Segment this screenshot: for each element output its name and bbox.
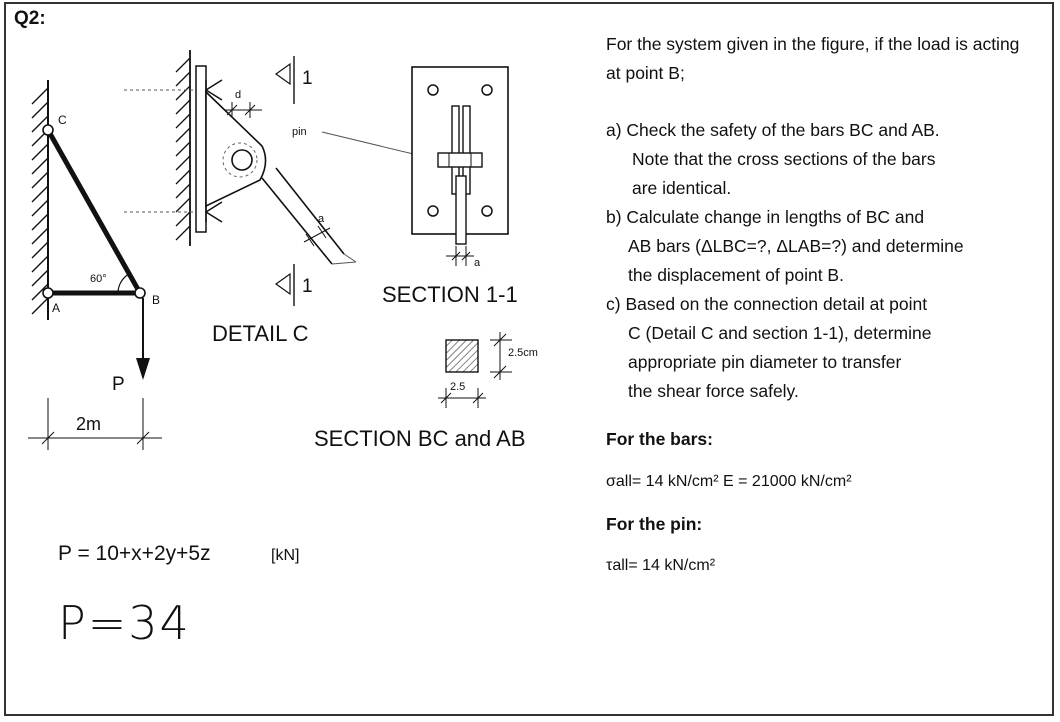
part-a-line: are identical. bbox=[632, 178, 732, 198]
label-b: B bbox=[152, 293, 160, 307]
angle-label: 60° bbox=[90, 273, 107, 285]
load-arrow bbox=[136, 298, 150, 380]
joint-b bbox=[134, 287, 146, 299]
dim-a-marks bbox=[303, 225, 331, 247]
bolt-hole bbox=[481, 84, 493, 96]
pin-circle bbox=[231, 149, 253, 171]
section-bar bbox=[451, 105, 471, 245]
part-b-line: b) Calculate change in lengths of BC and bbox=[606, 207, 925, 227]
cut-mark-bottom bbox=[274, 264, 295, 306]
section-dim-a-label: a bbox=[474, 257, 481, 269]
part-a-line: Note that the cross sections of the bars bbox=[632, 149, 936, 169]
bar-bc bbox=[45, 128, 143, 295]
pin-properties: τall= 14 kN/cm² bbox=[606, 557, 716, 574]
span-dimension bbox=[28, 398, 162, 450]
problem-intro: For the system given in the figure, if t… bbox=[606, 34, 1020, 83]
part-a-line: a) Check the safety of the bars BC and A… bbox=[606, 120, 940, 140]
joint-c bbox=[42, 124, 54, 136]
section-dim-a bbox=[446, 246, 474, 266]
part-b-line: AB bars (ΔLBC=?, ΔLAB=?) and determine bbox=[628, 236, 964, 256]
label-a: A bbox=[52, 301, 60, 315]
section-pin bbox=[437, 152, 483, 168]
bars-properties: σall= 14 kN/cm² E = 21000 kN/cm² bbox=[606, 473, 852, 490]
load-formula-unit: [kN] bbox=[271, 547, 299, 564]
label-c: C bbox=[58, 113, 67, 127]
load-formula: P = 10+x+2y+5z bbox=[58, 542, 211, 565]
cut-mark-top bbox=[274, 56, 295, 104]
detail-title: DETAIL C bbox=[212, 321, 309, 346]
dim-d-marks bbox=[224, 102, 262, 118]
structural-figure: C A B 60° P 2m bbox=[28, 50, 538, 565]
part-c-line: the shear force safely. bbox=[628, 381, 799, 401]
cs-height-label: 2.5cm bbox=[508, 347, 538, 359]
cs-title: SECTION BC and AB bbox=[314, 426, 526, 451]
bolt-hole bbox=[427, 205, 439, 217]
problem-parts: a) Check the safety of the bars BC and A… bbox=[606, 116, 1036, 406]
question-label: Q2: bbox=[14, 8, 46, 29]
question-frame bbox=[4, 2, 1054, 716]
gusset-plate bbox=[205, 90, 267, 208]
cross-section-square bbox=[445, 339, 479, 373]
part-c-line: appropriate pin diameter to transfer bbox=[628, 352, 902, 372]
angle-arc bbox=[117, 273, 130, 294]
detail-bar bbox=[261, 167, 357, 265]
left-wall bbox=[31, 80, 49, 320]
part-c-line: c) Based on the connection detail at poi… bbox=[606, 294, 928, 314]
load-label: P bbox=[112, 374, 125, 395]
section-title: SECTION 1-1 bbox=[382, 282, 518, 307]
bolt-hole bbox=[427, 84, 439, 96]
cs-width-dimension bbox=[438, 388, 486, 408]
pin-heading: For the pin: bbox=[606, 514, 703, 534]
bars-heading: For the bars: bbox=[606, 429, 713, 449]
part-c-line: C (Detail C and section 1-1), determine bbox=[628, 323, 932, 343]
joint-a bbox=[42, 287, 54, 299]
part-b-line: the displacement of point B. bbox=[628, 265, 844, 285]
cs-height-dimension bbox=[490, 332, 512, 380]
cut-label-bottom: 1 bbox=[302, 276, 313, 297]
bolt-hole bbox=[481, 205, 493, 217]
handwritten-answer: P=34 bbox=[58, 596, 191, 650]
pin-label: pin bbox=[292, 126, 307, 138]
span-label: 2m bbox=[76, 414, 101, 434]
bolt-lines bbox=[124, 79, 223, 223]
dim-d-label: d bbox=[235, 89, 241, 101]
cs-width-label: 2.5 bbox=[450, 381, 465, 393]
detail-wall bbox=[175, 50, 207, 246]
cut-label-top: 1 bbox=[302, 68, 313, 89]
dim-a-label: a bbox=[318, 213, 325, 225]
pin-outline bbox=[222, 142, 258, 178]
